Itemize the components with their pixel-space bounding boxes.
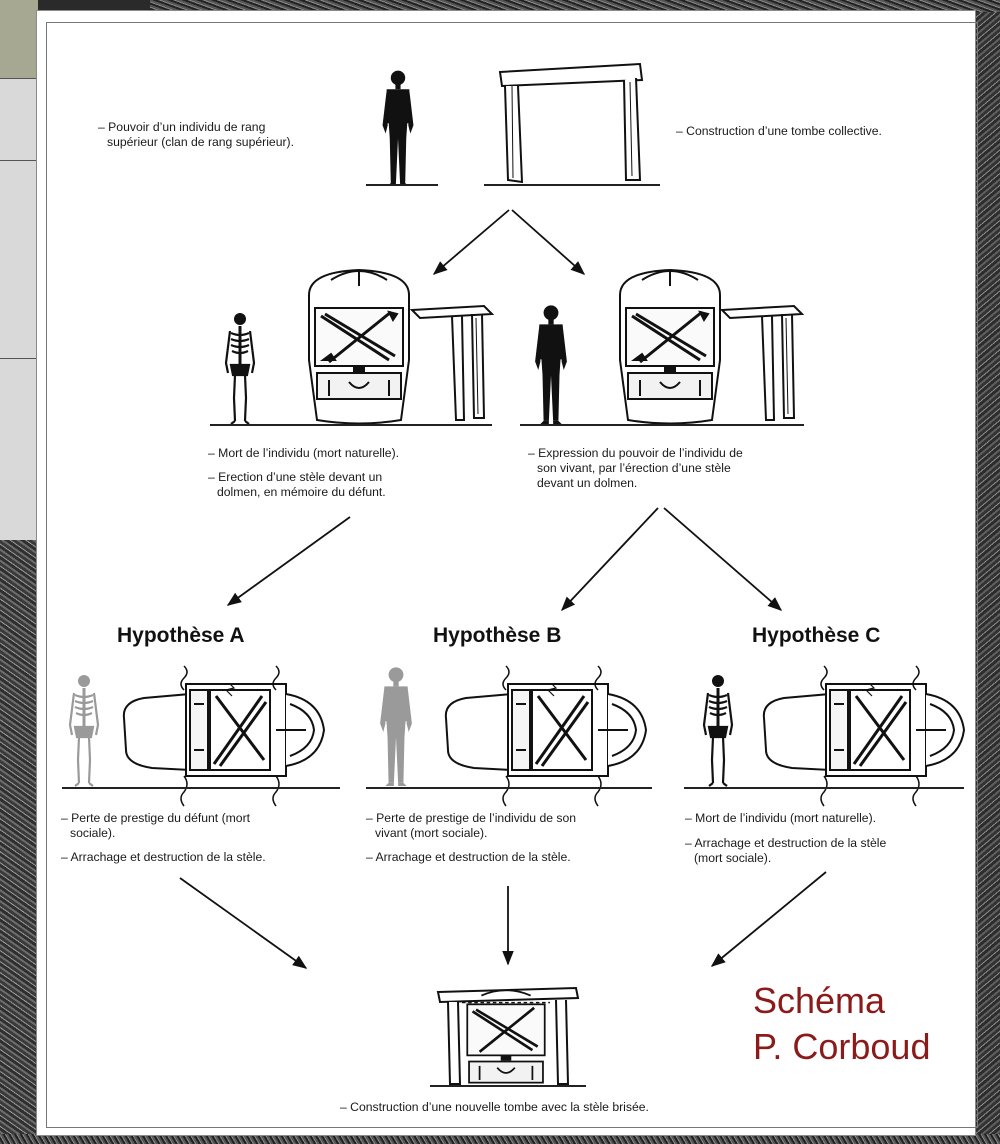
hypothesis-b-human-figure xyxy=(380,667,412,787)
middle-right-text: – Expression du pouvoir de l’individu de… xyxy=(528,446,743,491)
middle-arrows xyxy=(226,507,783,612)
hypothesis-c-text2-line1: – Arrachage et destruction de la stèle xyxy=(685,836,887,850)
top-right-text: – Construction d’une tombe collective. xyxy=(676,124,882,138)
middle-right-text-line3: devant un dolmen. xyxy=(537,476,638,490)
hypothesis-c-text2: – Arrachage et destruction de la stèle (… xyxy=(685,836,886,866)
new-tomb xyxy=(430,986,586,1087)
middle-left-text2: – Erection d’une stèle devant un dolmen,… xyxy=(208,470,386,500)
top-left-text-line2: supérieur (clan de rang supérieur). xyxy=(107,135,294,149)
hypothesis-a-title: Hypothèse A xyxy=(117,624,245,647)
hypothesis-b-text1: – Perte de prestige de l’individu de son… xyxy=(366,811,576,841)
hypothesis-b-text2: – Arrachage et destruction de la stèle. xyxy=(366,850,571,864)
diagram-frame xyxy=(46,22,978,1128)
hypothesis-c-fallen-stele xyxy=(762,664,966,808)
diagram-credit: Schéma P. Corboud xyxy=(753,978,930,1070)
hypothesis-b-fallen-stele xyxy=(444,664,648,808)
middle-right-human-figure xyxy=(535,305,567,425)
hypothesis-c-text2-line2: (mort sociale). xyxy=(694,851,772,865)
hypothesis-c-skeleton xyxy=(702,673,734,788)
credit-line2: P. Corboud xyxy=(753,1026,931,1067)
middle-left-stele xyxy=(307,268,411,425)
hypothesis-a-text1-line2: sociale). xyxy=(70,826,116,840)
middle-left-skeleton xyxy=(224,311,256,426)
background-texture-top xyxy=(150,0,1000,12)
middle-right-stele xyxy=(618,268,722,425)
hypothesis-b-title: Hypothèse B xyxy=(433,624,562,647)
middle-left-text1: – Mort de l’individu (mort naturelle). xyxy=(208,446,400,460)
middle-left-text2-line2: dolmen, en mémoire du défunt. xyxy=(217,485,386,499)
hypothesis-a-text1-line1: – Perte de prestige du défunt (mort xyxy=(61,811,251,825)
hypothesis-b-text1-line2: vivant (mort sociale). xyxy=(375,826,488,840)
hypothesis-a-text2: – Arrachage et destruction de la stèle. xyxy=(61,850,266,864)
background-left-panel-top xyxy=(0,0,38,78)
middle-right-dolmen xyxy=(721,305,803,421)
top-left-text: – Pouvoir d’un individu de rang supérieu… xyxy=(98,120,294,150)
background-left-panel xyxy=(0,0,38,540)
middle-right-text-line1: – Expression du pouvoir de l’individu de xyxy=(528,446,743,460)
diagram-panel xyxy=(36,10,976,1136)
top-left-text-line1: – Pouvoir d’un individu de rang xyxy=(98,120,266,134)
middle-left-dolmen xyxy=(411,305,493,421)
background-texture-bottom xyxy=(0,1134,1000,1144)
background-left-band xyxy=(0,78,38,79)
middle-right-text-line2: son vivant, par l’érection d’une stèle xyxy=(537,461,731,475)
middle-left-text2-line1: – Erection d’une stèle devant un xyxy=(208,470,383,484)
hypothesis-a-skeleton xyxy=(68,673,100,788)
hypothesis-c-text1: – Mort de l’individu (mort naturelle). xyxy=(685,811,877,825)
hypothesis-c-title: Hypothèse C xyxy=(752,624,881,647)
bottom-text: – Construction d’une nouvelle tombe avec… xyxy=(340,1100,649,1114)
credit-line1: Schéma xyxy=(753,980,886,1021)
background-left-band xyxy=(0,358,38,359)
hypothesis-a-fallen-stele xyxy=(122,664,326,808)
bottom-arrows xyxy=(179,871,827,969)
top-arrows xyxy=(432,209,586,275)
top-human-figure xyxy=(382,70,414,187)
hypothesis-a-text1: – Perte de prestige du défunt (mort soci… xyxy=(61,811,250,841)
background-texture-right xyxy=(975,0,1000,1144)
hypothesis-b-text1-line1: – Perte de prestige de l’individu de son xyxy=(366,811,577,825)
background-left-band xyxy=(0,160,38,161)
top-dolmen xyxy=(484,62,660,186)
